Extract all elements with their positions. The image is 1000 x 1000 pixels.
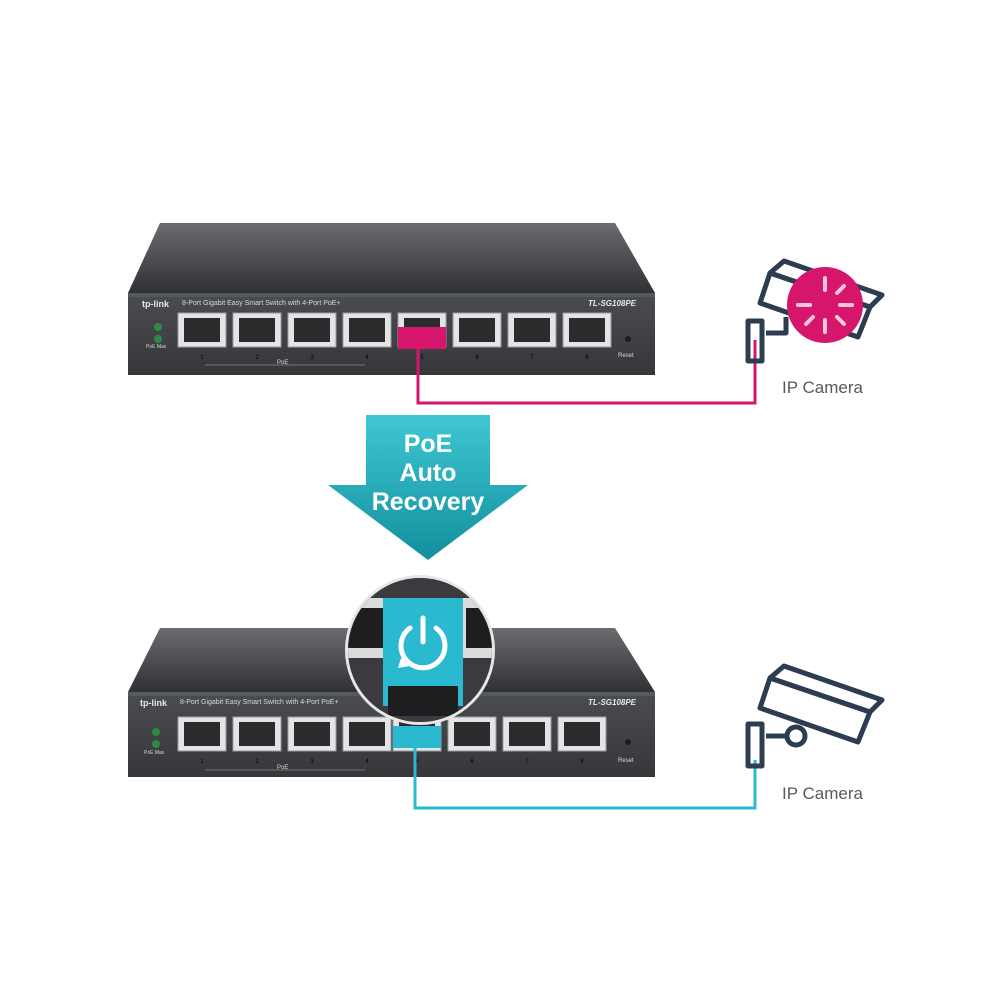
switch-top-port-number: 7 (530, 355, 534, 361)
loading-icon (787, 267, 863, 343)
camera-top (740, 255, 900, 365)
switch-bottom-port-1 (177, 716, 227, 752)
switch-bottom-port-3 (287, 716, 337, 752)
power-restart-icon (398, 615, 448, 671)
switch-bottom-reset-label: Reset (618, 758, 634, 764)
switch-top-brand-logo: tp-link (142, 299, 169, 309)
switch-bottom-port-5 (392, 716, 442, 752)
switch-bottom-poe-led (152, 740, 160, 748)
switch-top-port-5 (397, 312, 447, 349)
switch-top-model: TL-SG108PE (588, 299, 637, 308)
switch-bottom-port-7 (502, 716, 552, 752)
switch-top-port-2 (232, 312, 282, 348)
switch-bottom-port-number: 8 (580, 759, 584, 765)
switch-top-port-7 (507, 312, 557, 348)
switch-top-port-number: 3 (310, 355, 314, 361)
switch-bottom-port-number: 2 (255, 759, 259, 765)
switch-top-port-number: 2 (255, 355, 259, 361)
switch-bottom-reset-button[interactable] (625, 739, 631, 745)
switch-bottom-port-6 (447, 716, 497, 752)
switch-top-port-number: 1 (200, 355, 204, 361)
switch-top-description: 8-Port Gigabit Easy Smart Switch with 4-… (182, 300, 341, 307)
switch-top: 1 2 3 4 5 6 7 8 tp-link 8-Port Gigabit Easy Sma… (120, 215, 660, 385)
switch-top-led-label: PoE Max (146, 344, 167, 350)
switch-bottom-port-8 (557, 716, 607, 752)
switch-bottom-port-2 (232, 716, 282, 752)
switch-top-poe-label: PoE (277, 360, 289, 366)
zoom-callout (345, 575, 495, 725)
switch-bottom-port-number: 7 (525, 759, 529, 765)
switch-top-body: 1 2 3 4 5 6 7 8 (128, 223, 655, 375)
switch-top-port-4 (342, 312, 392, 348)
switch-bottom-power-led (152, 728, 160, 736)
zoom-port-closeup (348, 578, 492, 722)
switch-bottom-poe-label: PoE (277, 765, 289, 771)
switch-bottom-port-number: 6 (470, 759, 474, 765)
arrow-label: PoE Auto Recovery (358, 430, 498, 517)
switch-top-reset-label: Reset (618, 353, 634, 359)
switch-top-port-8 (562, 312, 612, 348)
camera-bottom-label: IP Camera (782, 784, 863, 803)
switch-top-reset-button[interactable] (625, 336, 631, 342)
switch-bottom-led-label: PoE Max (144, 750, 165, 756)
switch-bottom-brand-logo: tp-link (140, 698, 167, 708)
switch-bottom-ports (177, 716, 607, 752)
switch-top-port-number: 4 (365, 355, 369, 361)
arrow-label-line2: Auto (399, 459, 457, 487)
arrow-label-line1: PoE (403, 430, 453, 458)
switch-top-power-led (154, 323, 162, 331)
switch-bottom-port-number: 1 (200, 759, 204, 765)
switch-top-poe-led (154, 335, 162, 343)
switch-bottom-port-number: 4 (365, 759, 369, 765)
arrow-label-line3: Recovery (371, 488, 485, 516)
down-arrow-icon (328, 415, 528, 560)
switch-bottom-port-number: 5 (415, 759, 419, 765)
ip-camera-icon (745, 663, 885, 769)
switch-top-port-number: 8 (585, 355, 589, 361)
switch-bottom-port-4 (342, 716, 392, 752)
switch-top-port-3 (287, 312, 337, 348)
switch-top-port-1 (177, 312, 227, 348)
camera-bottom (740, 660, 900, 775)
camera-top-label: IP Camera (782, 378, 863, 397)
switch-top-ports (177, 312, 612, 349)
switch-top-port-number: 5 (420, 355, 424, 361)
switch-bottom-model: TL-SG108PE (588, 698, 637, 707)
switch-bottom-port-number: 3 (310, 759, 314, 765)
switch-top-port-number: 6 (475, 355, 479, 361)
switch-top-port-6 (452, 312, 502, 348)
switch-bottom-description: 8-Port Gigabit Easy Smart Switch with 4-… (180, 699, 339, 706)
